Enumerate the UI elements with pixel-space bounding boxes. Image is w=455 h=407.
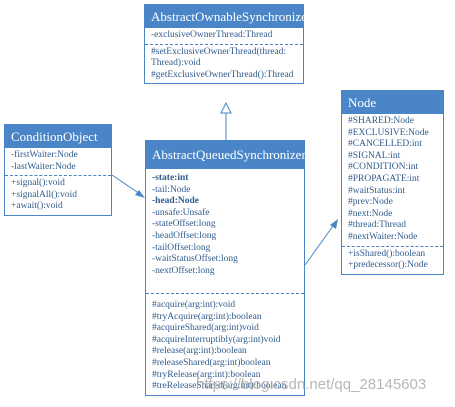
- field: -exclusiveOwnerThread:Thread: [151, 30, 273, 40]
- fields-section: #SHARED:Node #EXCLUSIVE:Node #CANCELLED:…: [342, 114, 443, 246]
- method: #tryRelease(arg:int):boolean: [152, 369, 261, 380]
- class-abstract-ownable-synchronizer: AbstractOwnableSynchronizer -exclusiveOw…: [144, 4, 311, 85]
- method: #releaseShared(arg:int)boolean: [152, 357, 271, 368]
- condition-to-aqs-arrowhead: [135, 190, 145, 198]
- class-name: ConditionObject: [5, 125, 111, 148]
- method: +isShared():boolean: [348, 248, 426, 259]
- method: #treReleaseShared(arg:int):boolean: [152, 381, 287, 392]
- aqs-to-node-arrowhead: [330, 219, 338, 229]
- field: -waitStatusOffset:long: [152, 254, 238, 265]
- field: #waitStatus:int: [348, 185, 405, 196]
- field: #PROPAGATE:int: [348, 173, 420, 184]
- field: #nextWaiter:Node: [348, 231, 418, 242]
- field: #SIGNAL:int: [348, 150, 401, 161]
- method: #acquireInterruptibly(arg:int)void: [152, 334, 281, 345]
- fields-section: -firstWaiter:Node -lastWaiter:Node: [5, 148, 111, 175]
- method: +await():void: [11, 201, 63, 212]
- field: -lastWaiter:Node: [11, 161, 76, 172]
- field: #SHARED:Node: [348, 116, 414, 126]
- method: +signalAll():void: [11, 189, 78, 200]
- field: -stateOffset:long: [152, 219, 216, 230]
- field: #next:Node: [348, 208, 393, 219]
- method: #setExclusiveOwnerThread(thread: Thread)…: [151, 46, 287, 69]
- field: #EXCLUSIVE:Node: [348, 127, 429, 138]
- methods-section: +isShared():boolean +predecessor():Node: [342, 245, 443, 274]
- class-node: Node #SHARED:Node #EXCLUSIVE:Node #CANCE…: [341, 90, 444, 275]
- class-condition-object: ConditionObject -firstWaiter:Node -lastW…: [4, 124, 112, 216]
- class-name: AbstractQueuedSynchronizer: [146, 141, 306, 169]
- fields-section: -exclusiveOwnerThread:Thread: [145, 28, 303, 44]
- field: #thread:Thread: [348, 220, 407, 231]
- method: #acquire(arg:int):void: [152, 299, 236, 310]
- field: -state:int: [152, 173, 189, 183]
- field: #CONDITION:int: [348, 162, 419, 173]
- methods-section: #acquire(arg:int):void #tryAcquire(arg:i…: [146, 292, 304, 395]
- field: #CANCELLED:int: [348, 139, 422, 150]
- method: #getExclusiveOwnerThread():Thread: [151, 69, 294, 80]
- field: -headOffset:long: [152, 230, 217, 241]
- methods-section: #setExclusiveOwnerThread(thread: Thread)…: [145, 43, 303, 84]
- field: -tail:Node: [152, 184, 191, 195]
- class-abstract-queued-synchronizer: AbstractQueuedSynchronizer -state:int -t…: [145, 140, 306, 396]
- field: -firstWaiter:Node: [11, 150, 78, 160]
- method: +predecessor():Node: [348, 260, 428, 271]
- condition-to-aqs-line: [111, 174, 141, 195]
- spacer: [152, 277, 299, 289]
- inheritance-arrowhead: [220, 101, 232, 114]
- field: -nextOffset:long: [152, 265, 215, 276]
- fields-section: -state:int -tail:Node -head:Node -unsafe…: [146, 169, 304, 293]
- methods-section: +signal():void +signalAll():void +await(…: [5, 175, 111, 215]
- field: -head:Node: [152, 196, 199, 207]
- method: #tryAcquire(arg:int):boolean: [152, 311, 262, 322]
- class-name: Node: [342, 91, 443, 114]
- field: -tailOffset:long: [152, 242, 211, 253]
- field: #prev:Node: [348, 197, 393, 208]
- method: +signal():void: [11, 178, 65, 189]
- method: #acquireShared(arg:int)void: [152, 323, 259, 334]
- field: -unsafe:Unsafe: [152, 207, 210, 218]
- method: #release(arg:int):boolean: [152, 346, 247, 357]
- class-name: AbstractOwnableSynchronizer: [145, 5, 311, 28]
- aqs-to-node-line: [304, 225, 334, 266]
- watermark-text: https://blog.csdn.net/qq_28145603: [196, 376, 427, 393]
